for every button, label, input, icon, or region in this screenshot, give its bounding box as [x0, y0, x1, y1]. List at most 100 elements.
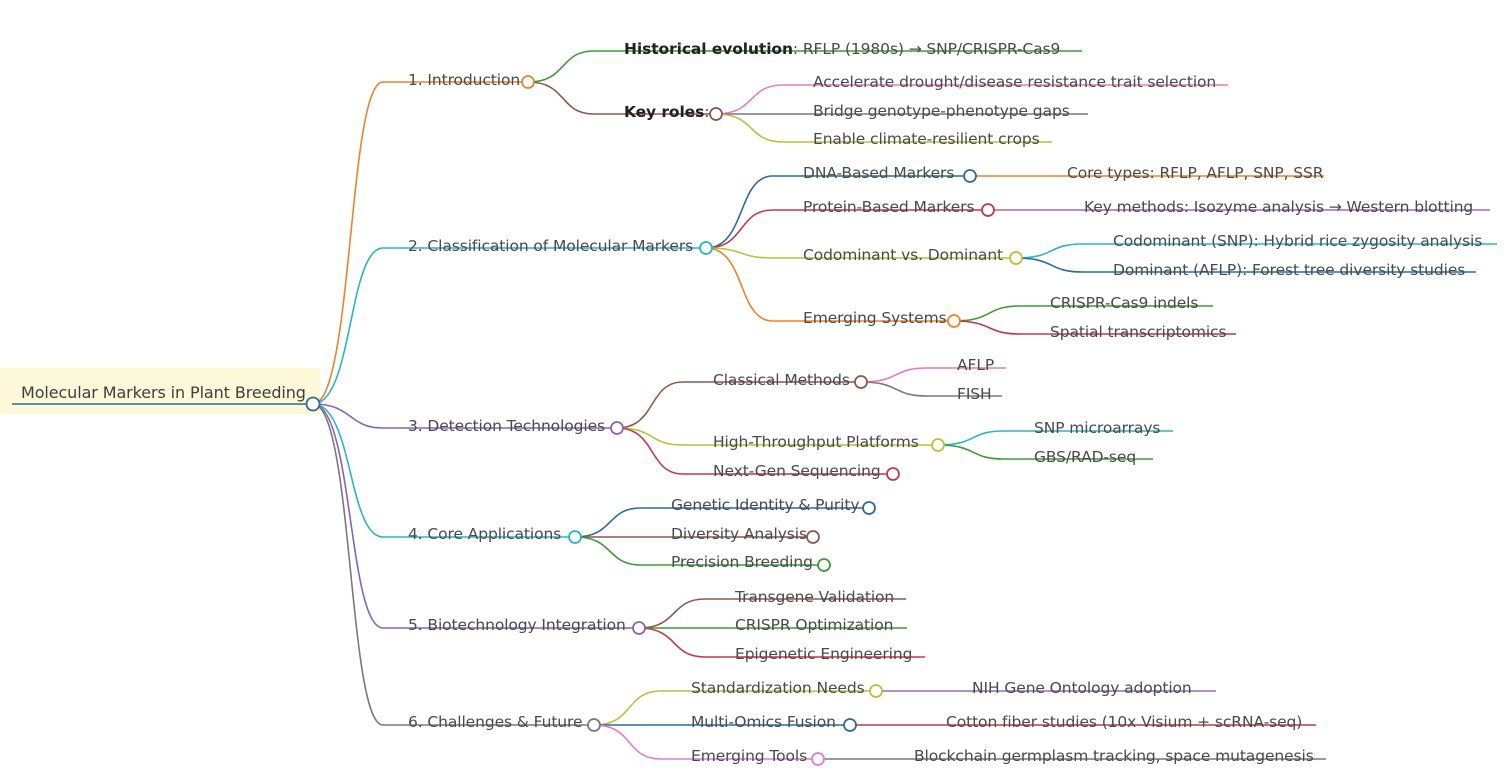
root-node-label[interactable]: Molecular Markers in Plant Breeding: [21, 383, 306, 402]
node-label-n2b1[interactable]: Key methods: Isozyme analysis → Western …: [1084, 198, 1473, 216]
edge-n2d1: [953, 305, 1042, 322]
collapse-toggle-n2d[interactable]: [947, 314, 961, 328]
node-label-n6b[interactable]: Multi-Omics Fusion: [691, 713, 836, 731]
collapse-toggle-n3[interactable]: [610, 421, 624, 435]
node-label-text: Emerging Systems: [803, 309, 947, 327]
node-label-n4c[interactable]: Precision Breeding: [671, 553, 813, 571]
node-label-n3b2[interactable]: GBS/RAD-seq: [1034, 448, 1136, 466]
collapse-toggle-n1[interactable]: [521, 75, 535, 89]
edge-n1b1: [715, 84, 805, 115]
node-label-n2a[interactable]: DNA-Based Markers: [803, 164, 954, 182]
node-label-n2c[interactable]: Codominant vs. Dominant: [803, 246, 1003, 264]
edge-n4c: [574, 536, 663, 566]
edge-n2c: [705, 247, 795, 259]
node-label-text: Bridge genotype-phenotype gaps: [813, 102, 1070, 120]
node-label-n5a[interactable]: Transgene Validation: [735, 588, 894, 606]
node-label-n6c1[interactable]: Blockchain germplasm tracking, space mut…: [914, 747, 1314, 765]
node-label-n5b[interactable]: CRISPR Optimization: [735, 616, 893, 634]
node-label-n2c2[interactable]: Dominant (AFLP): Forest tree diversity s…: [1113, 261, 1465, 279]
collapse-toggle-n4c[interactable]: [817, 558, 831, 572]
collapse-toggle-n6b[interactable]: [843, 718, 857, 732]
node-label-n6a[interactable]: Standardization Needs: [691, 679, 865, 697]
collapse-toggle-n6a[interactable]: [869, 684, 883, 698]
edge-n2c2: [1015, 257, 1105, 273]
collapse-toggle-n3b[interactable]: [931, 438, 945, 452]
node-label-n3b[interactable]: High-Throughput Platforms: [713, 433, 919, 451]
node-label-text: Transgene Validation: [735, 588, 895, 606]
node-label-n1b3[interactable]: Enable climate-resilient crops: [813, 130, 1040, 148]
node-label-text: Key methods: Isozyme analysis → Western …: [1084, 198, 1474, 216]
node-label-n2d1[interactable]: CRISPR-Cas9 indels: [1050, 294, 1198, 312]
node-label-n6c[interactable]: Emerging Tools: [691, 747, 807, 765]
node-label-n3[interactable]: 3. Detection Technologies: [408, 417, 605, 435]
node-label-n2b[interactable]: Protein-Based Markers: [803, 198, 975, 216]
node-label-n3a1[interactable]: AFLP: [957, 356, 994, 374]
node-label-text: DNA-Based Markers: [803, 164, 955, 182]
node-label-text: 4. Core Applications: [408, 525, 562, 543]
node-label-n4b[interactable]: Diversity Analysis: [671, 525, 807, 543]
node-label-text: Blockchain germplasm tracking, space mut…: [914, 747, 1314, 765]
node-label-text: Classical Methods: [713, 371, 850, 389]
collapse-toggle-n1b[interactable]: [709, 107, 723, 121]
collapse-toggle-n2[interactable]: [699, 241, 713, 255]
node-label-text: 5. Biotechnology Integration: [408, 616, 626, 634]
node-label-text: Accelerate drought/disease resistance tr…: [813, 73, 1217, 91]
edge-n3a2: [860, 381, 949, 397]
collapse-toggle-n3c[interactable]: [886, 467, 900, 481]
edge-n2c1: [1015, 243, 1105, 259]
node-label-n6b1[interactable]: Cotton fiber studies (10x Visium + scRNA…: [946, 713, 1302, 731]
collapse-toggle-n4[interactable]: [568, 530, 582, 544]
node-label-text: Enable climate-resilient crops: [813, 130, 1040, 148]
edge-n4a: [574, 507, 663, 538]
node-label-bold: Key roles: [624, 103, 705, 121]
edge-n2a: [705, 175, 795, 249]
collapse-toggle-root[interactable]: [305, 396, 321, 412]
edge-n1b3: [715, 113, 805, 143]
collapse-toggle-n2c[interactable]: [1009, 251, 1023, 265]
node-label-n2d[interactable]: Emerging Systems: [803, 309, 947, 327]
node-label-text: Emerging Tools: [691, 747, 808, 765]
collapse-toggle-n5[interactable]: [632, 621, 646, 635]
node-label-bold: Historical evolution: [624, 40, 793, 58]
node-label-n1a[interactable]: Historical evolution: RFLP (1980s) → SNP…: [624, 40, 1060, 58]
node-label-n4a[interactable]: Genetic Identity & Purity: [671, 496, 860, 514]
node-label-n1[interactable]: 1. Introduction: [408, 71, 520, 89]
node-label-n3a2[interactable]: FISH: [957, 385, 992, 403]
node-label-text: SNP microarrays: [1034, 419, 1161, 437]
edge-n3a: [616, 381, 705, 429]
node-label-n5c[interactable]: Epigenetic Engineering: [735, 645, 912, 663]
node-label-n1b2[interactable]: Bridge genotype-phenotype gaps: [813, 102, 1070, 120]
node-label-n2a1[interactable]: Core types: RFLP, AFLP, SNP, SSR: [1067, 164, 1324, 182]
node-label-n1b[interactable]: Key roles:: [624, 103, 709, 121]
edges: [312, 50, 1105, 760]
edge-n2d2: [953, 320, 1042, 335]
node-label-n2d2[interactable]: Spatial transcriptomics: [1050, 323, 1227, 341]
node-label-n2c1[interactable]: Codominant (SNP): Hybrid rice zygosity a…: [1113, 232, 1482, 250]
node-label-n6[interactable]: 6. Challenges & Future: [408, 713, 582, 731]
underlines: [12, 50, 1497, 760]
collapse-toggle-n6[interactable]: [587, 718, 601, 732]
node-label-n3b1[interactable]: SNP microarrays: [1034, 419, 1160, 437]
collapse-toggle-n4b[interactable]: [806, 530, 820, 544]
node-label-text: Spatial transcriptomics: [1050, 323, 1227, 341]
node-label-n3c[interactable]: Next-Gen Sequencing: [713, 462, 881, 480]
node-label-text: 6. Challenges & Future: [408, 713, 583, 731]
edge-n3b2: [937, 444, 1026, 460]
node-label-n2[interactable]: 2. Classification of Molecular Markers: [408, 237, 693, 255]
collapse-toggle-n2a[interactable]: [963, 169, 977, 183]
node-label-text: Cotton fiber studies (10x Visium + scRNA…: [946, 713, 1303, 731]
root-node-highlight: [0, 368, 320, 414]
node-label-text: NIH Gene Ontology adoption: [972, 679, 1192, 697]
node-label-n4[interactable]: 4. Core Applications: [408, 525, 561, 543]
edge-n2d: [705, 247, 795, 322]
collapse-toggle-n4a[interactable]: [862, 501, 876, 515]
node-label-text: Dominant (AFLP): Forest tree diversity s…: [1113, 261, 1466, 279]
node-label-n1b1[interactable]: Accelerate drought/disease resistance tr…: [813, 73, 1216, 91]
node-label-n3a[interactable]: Classical Methods: [713, 371, 850, 389]
node-label-text: Next-Gen Sequencing: [713, 462, 881, 480]
node-label-n5[interactable]: 5. Biotechnology Integration: [408, 616, 626, 634]
collapse-toggle-n2b[interactable]: [981, 203, 995, 217]
collapse-toggle-n3a[interactable]: [854, 375, 868, 389]
collapse-toggle-n6c[interactable]: [811, 752, 825, 766]
node-label-n6a1[interactable]: NIH Gene Ontology adoption: [972, 679, 1192, 697]
